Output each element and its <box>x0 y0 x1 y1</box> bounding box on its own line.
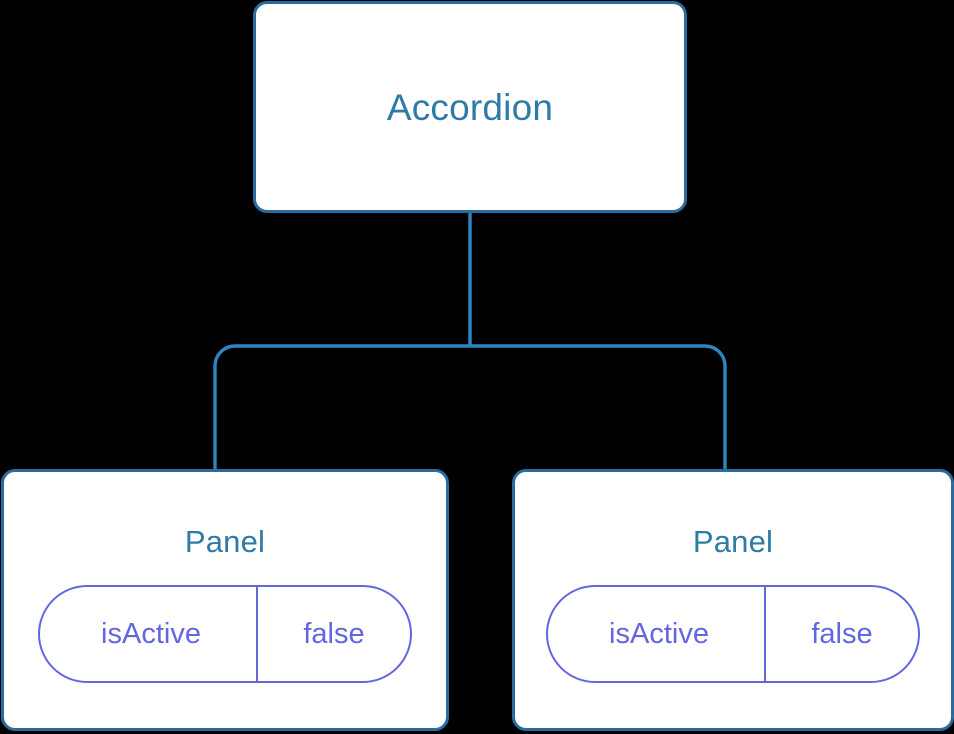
node-panel-1-state-key: isActive <box>609 617 709 650</box>
node-panel-0-state-value: false <box>303 617 365 650</box>
state-pill-divider <box>764 587 766 681</box>
node-panel-0-title: Panel <box>184 524 266 559</box>
node-panel-1-state-pill[interactable]: isActive false <box>546 585 920 683</box>
node-accordion-title: Accordion <box>386 86 554 128</box>
node-panel-1-title: Panel <box>692 524 774 559</box>
state-pill-divider <box>256 587 258 681</box>
node-panel-1-state-value: false <box>811 617 873 650</box>
node-accordion[interactable]: Accordion <box>253 1 687 213</box>
node-panel-1[interactable]: Panel isActive false <box>512 469 954 731</box>
node-panel-0[interactable]: Panel isActive false <box>1 469 449 731</box>
connector-root-to-children <box>213 210 727 470</box>
node-panel-0-state-key: isActive <box>101 617 201 650</box>
node-panel-0-state-pill[interactable]: isActive false <box>38 585 412 683</box>
